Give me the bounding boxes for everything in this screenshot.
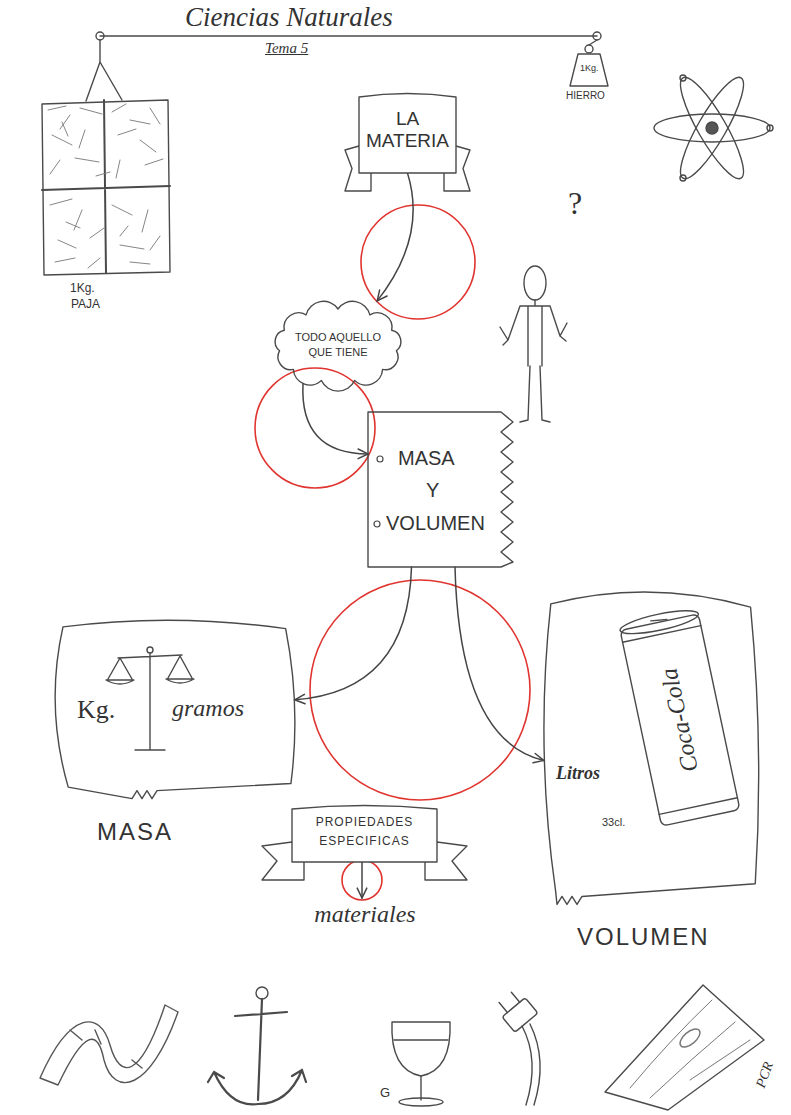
arrow-head xyxy=(295,694,305,704)
thought-cloud-outline xyxy=(268,298,408,393)
cloud-outline xyxy=(275,301,401,391)
balance-bar xyxy=(100,35,597,36)
atom-nucleus xyxy=(706,122,718,134)
bullet-dot xyxy=(374,521,380,527)
atom-symbol xyxy=(654,71,773,185)
ribbon-drawing xyxy=(40,1005,178,1085)
unit-text: gramos xyxy=(172,695,244,723)
banner-box xyxy=(359,94,456,174)
arrow-head xyxy=(533,754,544,763)
scale-pan xyxy=(106,658,134,684)
atom-orbit xyxy=(671,71,753,185)
hay-bale xyxy=(42,100,170,275)
red-highlight xyxy=(361,205,475,319)
title-text: Ciencias Naturales xyxy=(185,2,393,33)
material-label: PAJA xyxy=(71,298,100,312)
material-label: HIERRO xyxy=(566,90,605,102)
figure-body xyxy=(500,300,567,422)
paper-item: MASA xyxy=(398,447,455,470)
weight-label: 1Kg. xyxy=(70,282,95,296)
plug-drawing xyxy=(494,988,540,1105)
red-highlight xyxy=(342,860,382,900)
paper-outline xyxy=(368,412,513,567)
scale-pan xyxy=(166,656,194,683)
connector-arrow xyxy=(303,384,368,459)
atom-orbit xyxy=(654,114,770,142)
torn-paper-outline xyxy=(368,412,513,567)
cloud-text: TODO AQUELLO QUE TIENE xyxy=(289,330,387,360)
unit-text: Litros xyxy=(556,763,600,784)
electron xyxy=(767,125,773,131)
connector-arrow xyxy=(295,567,412,704)
title-banner: LA MATERIA xyxy=(345,88,470,193)
red-highlight xyxy=(310,580,530,800)
iron-weight xyxy=(570,54,608,86)
wine-glass xyxy=(392,1022,450,1106)
banner-box xyxy=(292,806,437,863)
connector-arrow xyxy=(455,567,544,763)
soda-can xyxy=(618,606,739,826)
hook-ring xyxy=(593,32,601,40)
property-heading: VOLUMEN xyxy=(577,923,710,951)
bullet-dot xyxy=(377,456,383,462)
mass-bubble: Kg. gramosMASA xyxy=(42,618,304,853)
banner-text: LA MATERIA xyxy=(361,108,454,152)
question-mark: ? xyxy=(568,185,582,222)
speech-bubble xyxy=(544,592,759,905)
connector-line xyxy=(377,173,413,301)
paper-item: VOLUMEN xyxy=(386,512,485,535)
torn-paper: MASA Y VOLUMEN xyxy=(368,412,513,567)
connector-line xyxy=(295,567,412,700)
weight-label: 1Kg. xyxy=(580,63,599,73)
glass-letter: G xyxy=(380,1086,390,1101)
unit-text: Kg. xyxy=(77,695,115,725)
electron xyxy=(680,175,686,181)
materials-text: materiales xyxy=(305,901,425,929)
property-heading: MASA xyxy=(97,818,173,846)
topic-number: Tema 5 xyxy=(265,40,308,57)
arrow-head xyxy=(377,290,387,301)
mass-bubble-outline xyxy=(42,618,304,853)
materials-text-node: materiales xyxy=(305,898,425,938)
signature: PCR xyxy=(753,1060,777,1090)
properties-banner: PROPIEDADES ESPECIFICAS xyxy=(262,800,467,900)
speech-bubble xyxy=(55,620,295,798)
hook-ring xyxy=(96,32,104,40)
wood-board xyxy=(605,985,764,1110)
connector-line xyxy=(361,862,363,898)
thought-cloud: TODO AQUELLO QUE TIENE xyxy=(268,298,408,393)
arrow-head xyxy=(357,888,367,898)
scale-knob xyxy=(147,647,153,653)
hay-rope xyxy=(86,40,122,101)
electron xyxy=(680,75,686,81)
weight-loop xyxy=(585,45,593,53)
connector-arrow xyxy=(377,173,413,301)
stick-figure xyxy=(500,266,567,422)
banner-text: PROPIEDADES ESPECIFICAS xyxy=(296,813,433,851)
volume-bubble: Litros 33cl. VOLUMEN xyxy=(532,588,767,958)
connector-arrow xyxy=(357,862,367,898)
anchor-drawing xyxy=(208,987,306,1104)
hay-straw xyxy=(48,104,163,268)
weight-hook xyxy=(589,40,597,45)
connector-line xyxy=(303,384,368,454)
red-highlight xyxy=(255,368,375,488)
paper-connector: Y xyxy=(426,479,439,502)
atom-orbit xyxy=(671,71,753,185)
arrow-head xyxy=(358,449,368,459)
figure-head xyxy=(524,266,546,300)
can-size: 33cl. xyxy=(602,816,625,829)
hay-string xyxy=(42,100,170,273)
connector-line xyxy=(455,567,544,760)
